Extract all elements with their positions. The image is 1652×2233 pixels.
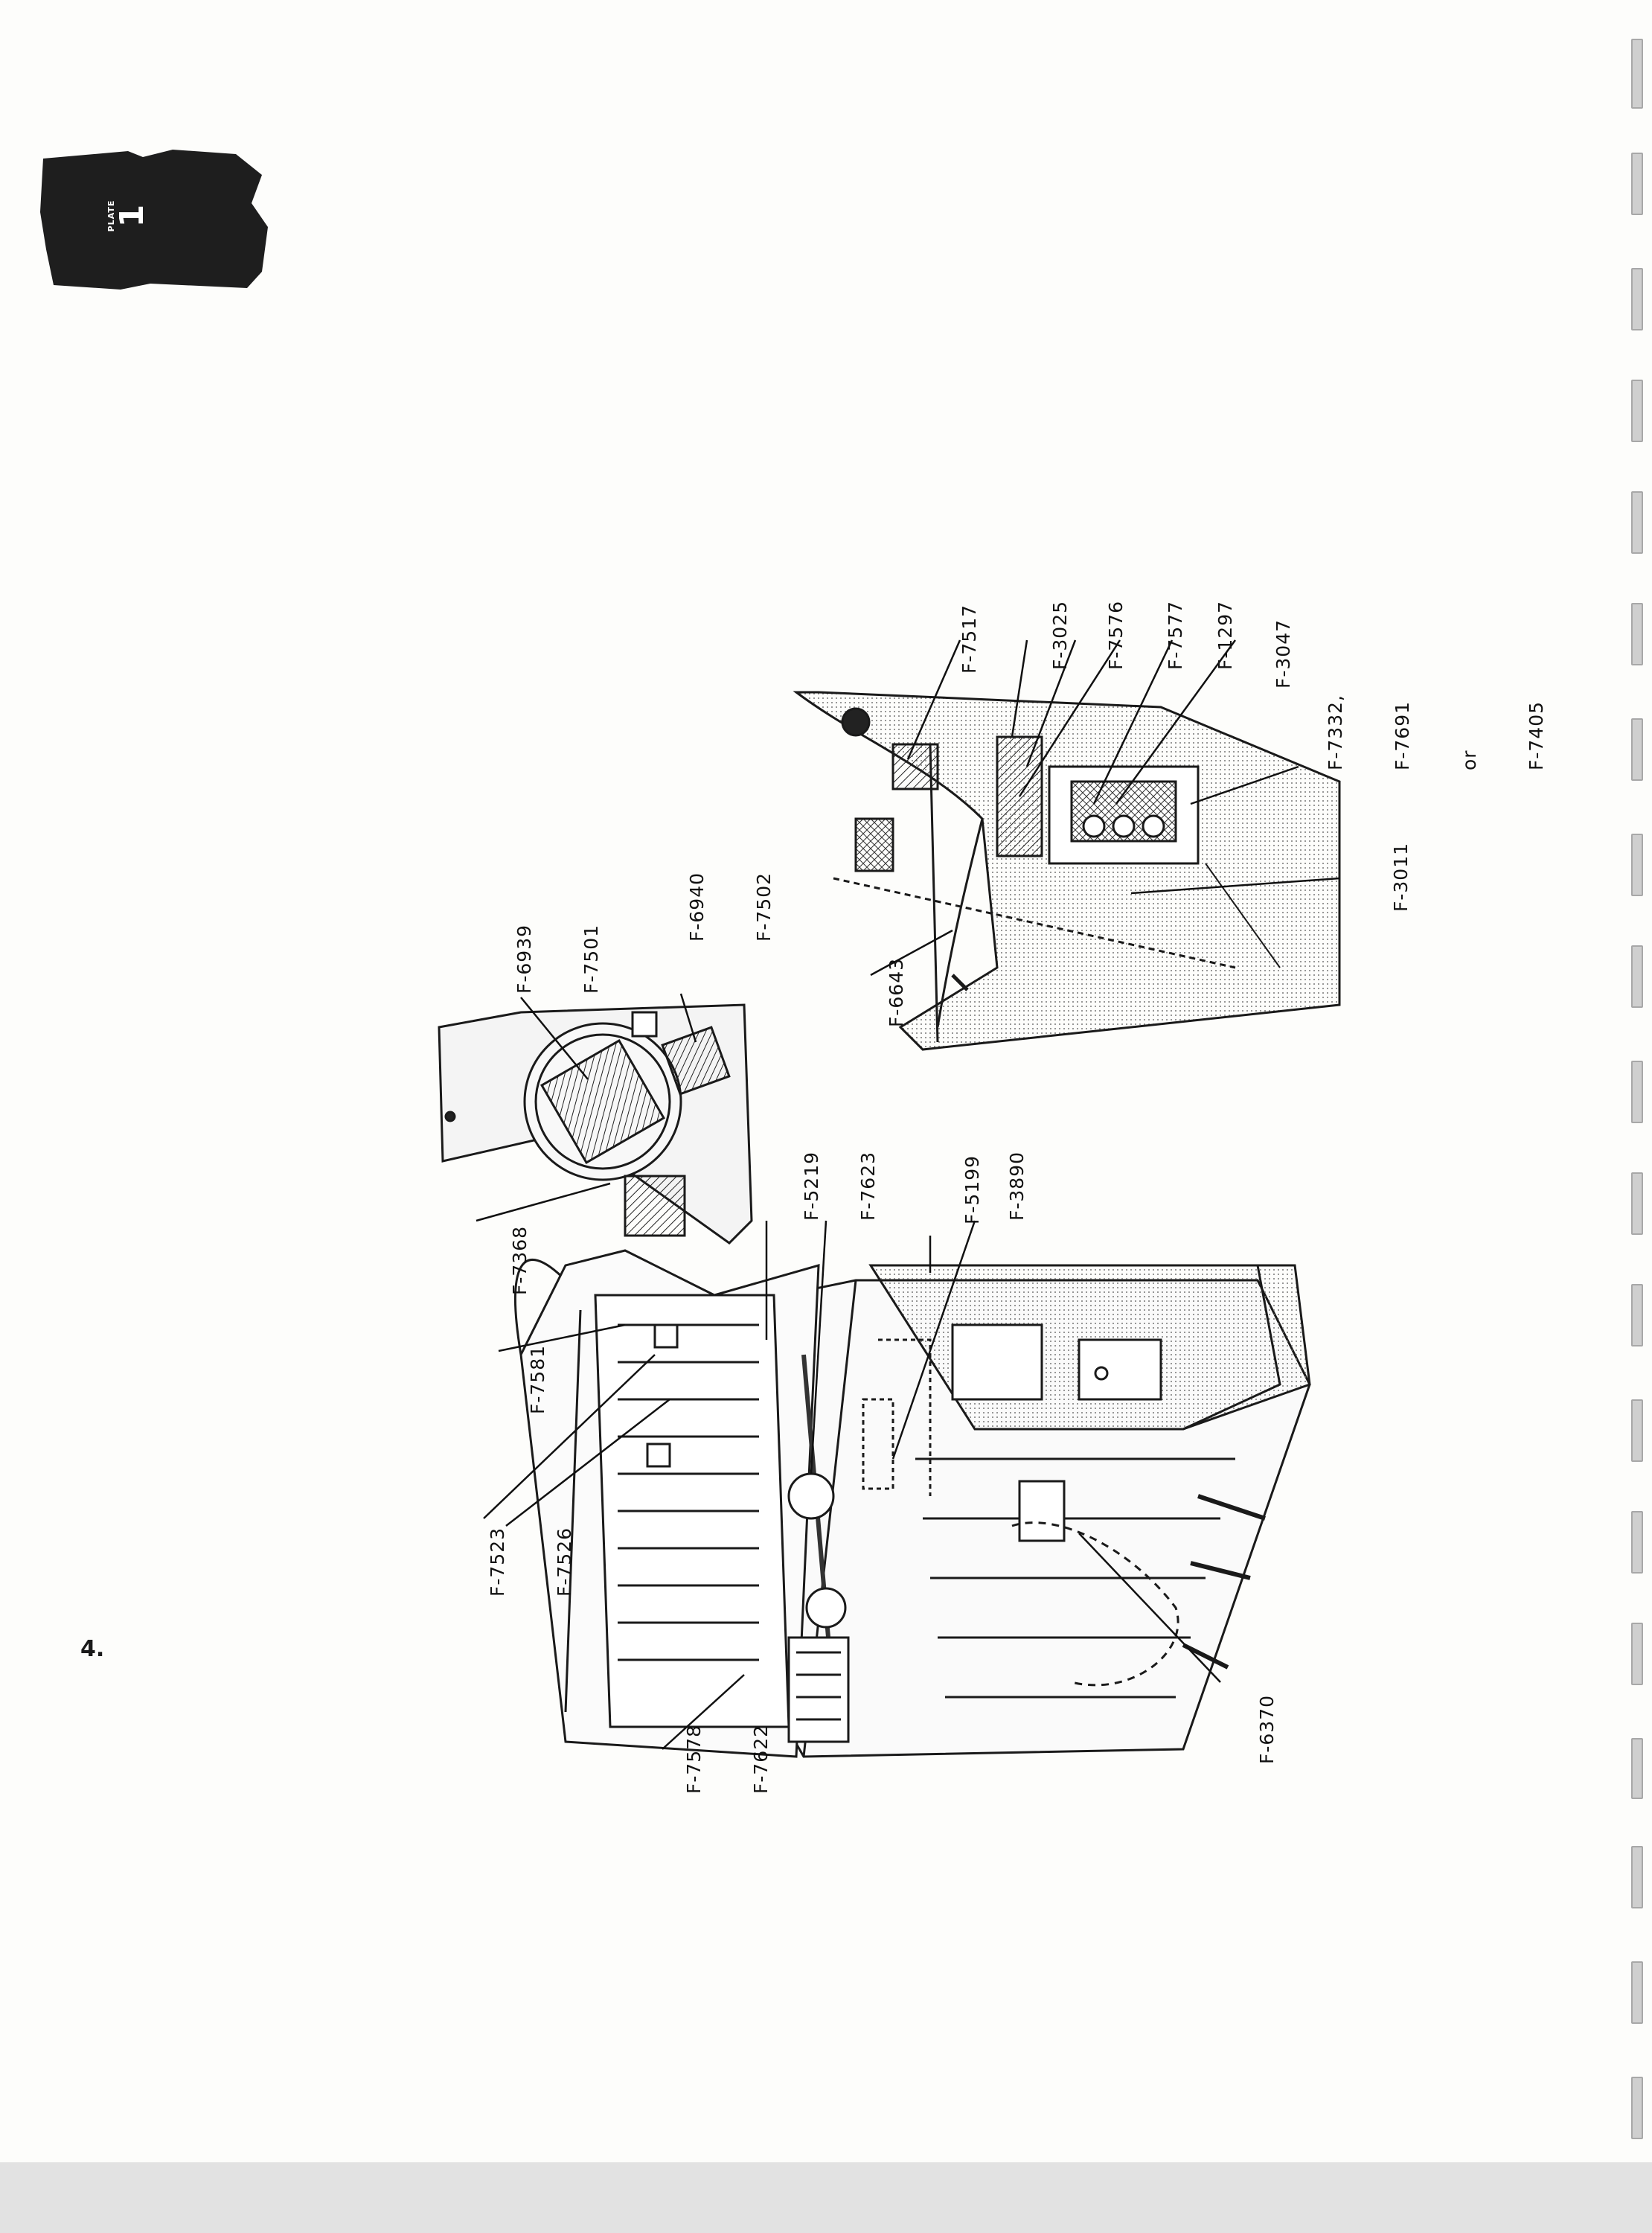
callout-f6370: F-6370 [1256, 1694, 1278, 1764]
callout-f7578: F-7578 F-7622 [683, 1724, 772, 1794]
callout-f3047: F-3047 [1272, 619, 1294, 689]
binding-mark [1631, 1738, 1643, 1799]
binding-mark [1631, 268, 1643, 330]
amplifier-detail [793, 691, 1341, 1051]
binding-mark [1631, 1961, 1643, 2024]
binding-mark [1631, 153, 1643, 215]
callout-f7623: F-7623 [857, 1151, 879, 1221]
callout-leaders [476, 639, 1340, 1750]
callout-f7517: F-7517 [958, 604, 980, 674]
binding-mark [1631, 2077, 1643, 2139]
binding-mark [1631, 1399, 1643, 1462]
callout-f7523: F-7523 F-7526 [487, 1527, 575, 1597]
binding-mark [1631, 1172, 1643, 1235]
callout-f3890: F-3890 [1006, 1151, 1028, 1221]
plate-tab [39, 145, 269, 294]
callout-f7581: F-7581 [527, 1344, 548, 1414]
speaker-panel [438, 1003, 753, 1245]
binding-mark [1631, 945, 1643, 1008]
callout-f6940: F-6940 F-7502 [686, 872, 775, 942]
scan-bottom-band [0, 2162, 1652, 2233]
page-number: 4. [80, 1636, 105, 1662]
binding-mark [1631, 380, 1643, 442]
binding-mark [1631, 834, 1643, 896]
binding-mark [1631, 1061, 1643, 1123]
binding-mark [1631, 1846, 1643, 1908]
callout-f3011: F-3011 [1390, 842, 1412, 912]
binding-mark [1631, 39, 1643, 109]
callout-f6643: F-6643 [886, 957, 907, 1027]
plate-tab-shape [40, 150, 268, 290]
callout-f6939: F-6939 F-7501 [513, 924, 602, 994]
binding-mark [1631, 491, 1643, 554]
callout-f7332: F-7332, F-7691 or F-7405 [1325, 694, 1547, 770]
binding-mark [1631, 1511, 1643, 1574]
binding-mark [1631, 718, 1643, 781]
cabinet-top [514, 1249, 932, 1758]
binding-mark [1631, 603, 1643, 665]
callout-f7368: F-7368 [509, 1225, 531, 1295]
binding-mark [1631, 1623, 1643, 1685]
binding-mark [1631, 1284, 1643, 1346]
